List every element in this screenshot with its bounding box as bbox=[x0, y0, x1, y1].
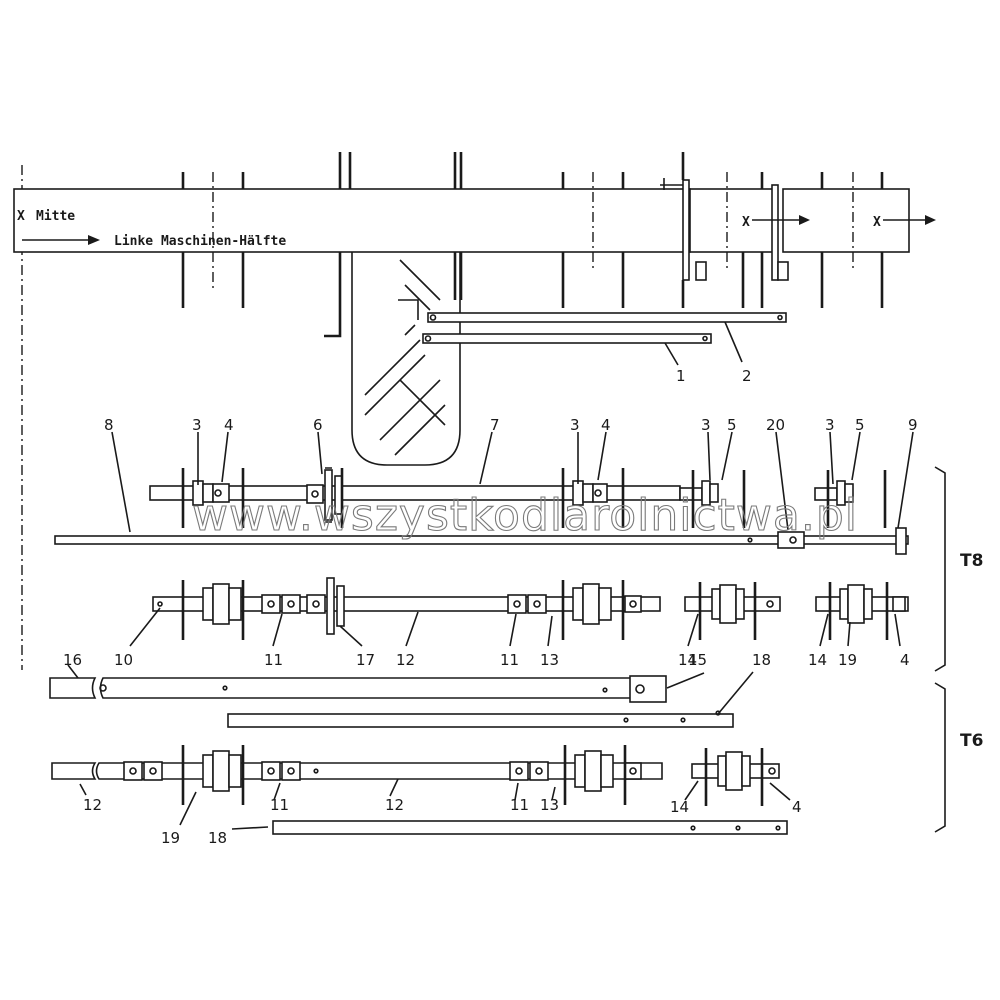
part-number: 15 bbox=[688, 651, 707, 669]
bracket bbox=[777, 261, 789, 281]
part-number: 19 bbox=[161, 829, 180, 847]
part-number: 13 bbox=[540, 651, 559, 669]
tine-stubs-top bbox=[181, 152, 884, 189]
part-number: 3 bbox=[570, 416, 580, 434]
bracket-t6 bbox=[934, 682, 946, 833]
tines-bottom bbox=[181, 252, 884, 338]
shaft-end-cap bbox=[895, 527, 907, 555]
rod-2 bbox=[427, 312, 787, 323]
part-number: 18 bbox=[208, 829, 227, 847]
center-label: Mitte bbox=[36, 209, 75, 224]
leader bbox=[724, 321, 743, 363]
part-number: 7 bbox=[490, 416, 500, 434]
bracket-t8 bbox=[934, 466, 946, 672]
part-number: 13 bbox=[540, 796, 559, 814]
part-number: 12 bbox=[385, 796, 404, 814]
rod-1 bbox=[422, 333, 712, 344]
bracket-arm bbox=[660, 178, 683, 190]
part-number: 4 bbox=[792, 798, 802, 816]
part-number: 20 bbox=[766, 416, 785, 434]
arrow-head bbox=[88, 235, 100, 245]
row-1-assembly: 8 3 4 6 7 3 4 3 5 20 3 5 9 bbox=[54, 416, 918, 555]
part-number: 14 bbox=[678, 651, 697, 669]
part-number: 11 bbox=[264, 651, 283, 669]
bar-18 bbox=[227, 713, 734, 728]
part-number: 19 bbox=[838, 651, 857, 669]
tube-16 bbox=[49, 677, 97, 699]
bar-18-t6 bbox=[272, 820, 788, 835]
part-number: 14 bbox=[670, 798, 689, 816]
part-number: 14 bbox=[808, 651, 827, 669]
shaft-coupling bbox=[777, 531, 805, 549]
part-number: 17 bbox=[356, 651, 375, 669]
main-beam bbox=[13, 188, 691, 253]
rods-1-2: 1 2 bbox=[422, 312, 787, 385]
part-number: 3 bbox=[701, 416, 711, 434]
part-number: 3 bbox=[825, 416, 835, 434]
tube-12 bbox=[51, 762, 97, 780]
part-number: 5 bbox=[855, 416, 865, 434]
part-number: 10 bbox=[114, 651, 133, 669]
tube-15 bbox=[99, 677, 641, 699]
part-number: 6 bbox=[313, 416, 323, 434]
part-number: 12 bbox=[396, 651, 415, 669]
group-brackets: T8 T6 bbox=[934, 466, 983, 833]
part-number: 2 bbox=[742, 367, 752, 385]
part-number: 18 bbox=[752, 651, 771, 669]
part-number: 8 bbox=[104, 416, 114, 434]
part-number: 1 bbox=[676, 367, 686, 385]
top-view: X Mitte Linke Maschinen-Hälfte X X bbox=[13, 152, 936, 670]
part-number: 16 bbox=[63, 651, 82, 669]
part-number: 11 bbox=[500, 651, 519, 669]
row-2-assembly: 10 11 17 12 11 13 14 19 14 4 bbox=[114, 577, 910, 669]
chevron-panel bbox=[351, 252, 461, 466]
part-number: 4 bbox=[224, 416, 234, 434]
part-number: 4 bbox=[900, 651, 910, 669]
sprocket bbox=[324, 469, 333, 521]
part-number: 5 bbox=[727, 416, 737, 434]
part-number: 12 bbox=[83, 796, 102, 814]
part-number: 4 bbox=[601, 416, 611, 434]
group-label-t6: T6 bbox=[960, 731, 983, 751]
shaft-8 bbox=[54, 535, 909, 545]
leader bbox=[664, 342, 679, 366]
x-mark: X bbox=[873, 215, 881, 230]
part-number: 9 bbox=[908, 416, 918, 434]
part-number: 3 bbox=[192, 416, 202, 434]
row-3-assembly: 16 15 18 bbox=[49, 651, 771, 728]
flange-right bbox=[771, 184, 779, 281]
bearing-unit bbox=[212, 583, 230, 625]
watermark: www.wszystkodlarolnictwa.pl bbox=[192, 490, 858, 541]
direction-label: Linke Maschinen-Hälfte bbox=[114, 234, 286, 249]
part-number: 11 bbox=[510, 796, 529, 814]
part-number: 11 bbox=[270, 796, 289, 814]
center-x-mark: X bbox=[17, 209, 25, 224]
x-mark: X bbox=[742, 215, 750, 230]
group-label-t8: T8 bbox=[960, 551, 983, 571]
bracket bbox=[695, 261, 707, 281]
row-4-assembly: 12 19 11 12 11 13 14 4 18 bbox=[51, 745, 802, 847]
flange-left bbox=[682, 179, 690, 281]
